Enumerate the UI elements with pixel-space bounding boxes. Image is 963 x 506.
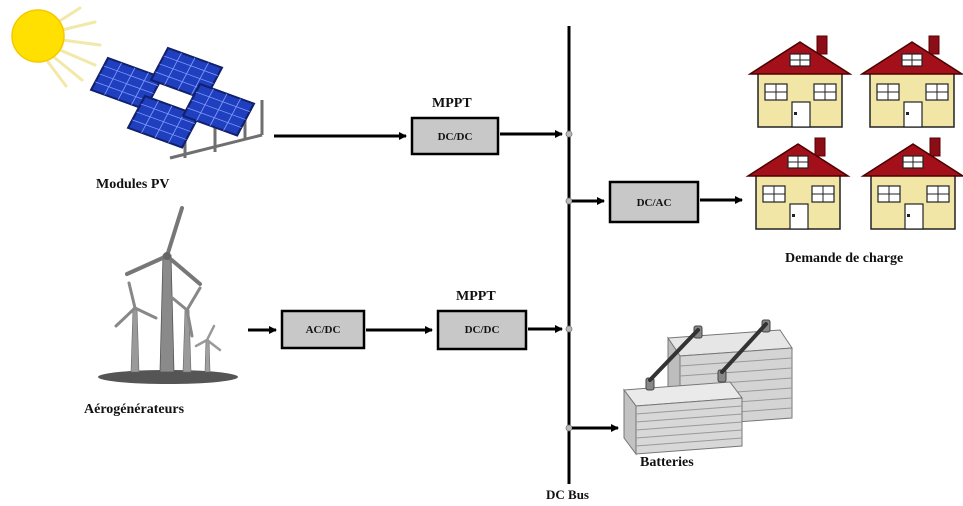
load-dcac-converter: DC/AC — [608, 180, 700, 224]
pv-label: Modules PV — [96, 177, 170, 192]
load-dcac-label: DC/AC — [637, 197, 672, 209]
demand-label: Demande de charge — [785, 251, 903, 266]
dc-bus-label: DC Bus — [546, 487, 589, 502]
pv-dcdc-converter: DC/DC — [410, 116, 500, 156]
sun-icon — [11, 6, 102, 88]
pv-panels-icon — [89, 46, 264, 160]
pv-mppt-label: MPPT — [432, 96, 472, 111]
batteries-label: Batteries — [640, 455, 694, 470]
wind-mppt-label: MPPT — [456, 289, 496, 304]
pv-dcdc-label: DC/DC — [438, 131, 473, 143]
house-icon — [747, 137, 849, 230]
wind-acdc-converter: AC/DC — [280, 309, 366, 350]
wind-dcdc-label: DC/DC — [465, 324, 500, 336]
bus-connection-dots — [565, 130, 573, 432]
wind-turbines-icon — [98, 206, 238, 384]
wind-acdc-label: AC/DC — [306, 324, 341, 336]
batteries-icon — [623, 319, 793, 456]
house-icon — [861, 35, 963, 128]
house-icon — [862, 137, 963, 230]
houses-icon — [747, 35, 963, 230]
wind-dcdc-converter: DC/DC — [436, 309, 528, 351]
wind-label: Aérogénérateurs — [84, 402, 185, 417]
house-icon — [749, 35, 851, 128]
